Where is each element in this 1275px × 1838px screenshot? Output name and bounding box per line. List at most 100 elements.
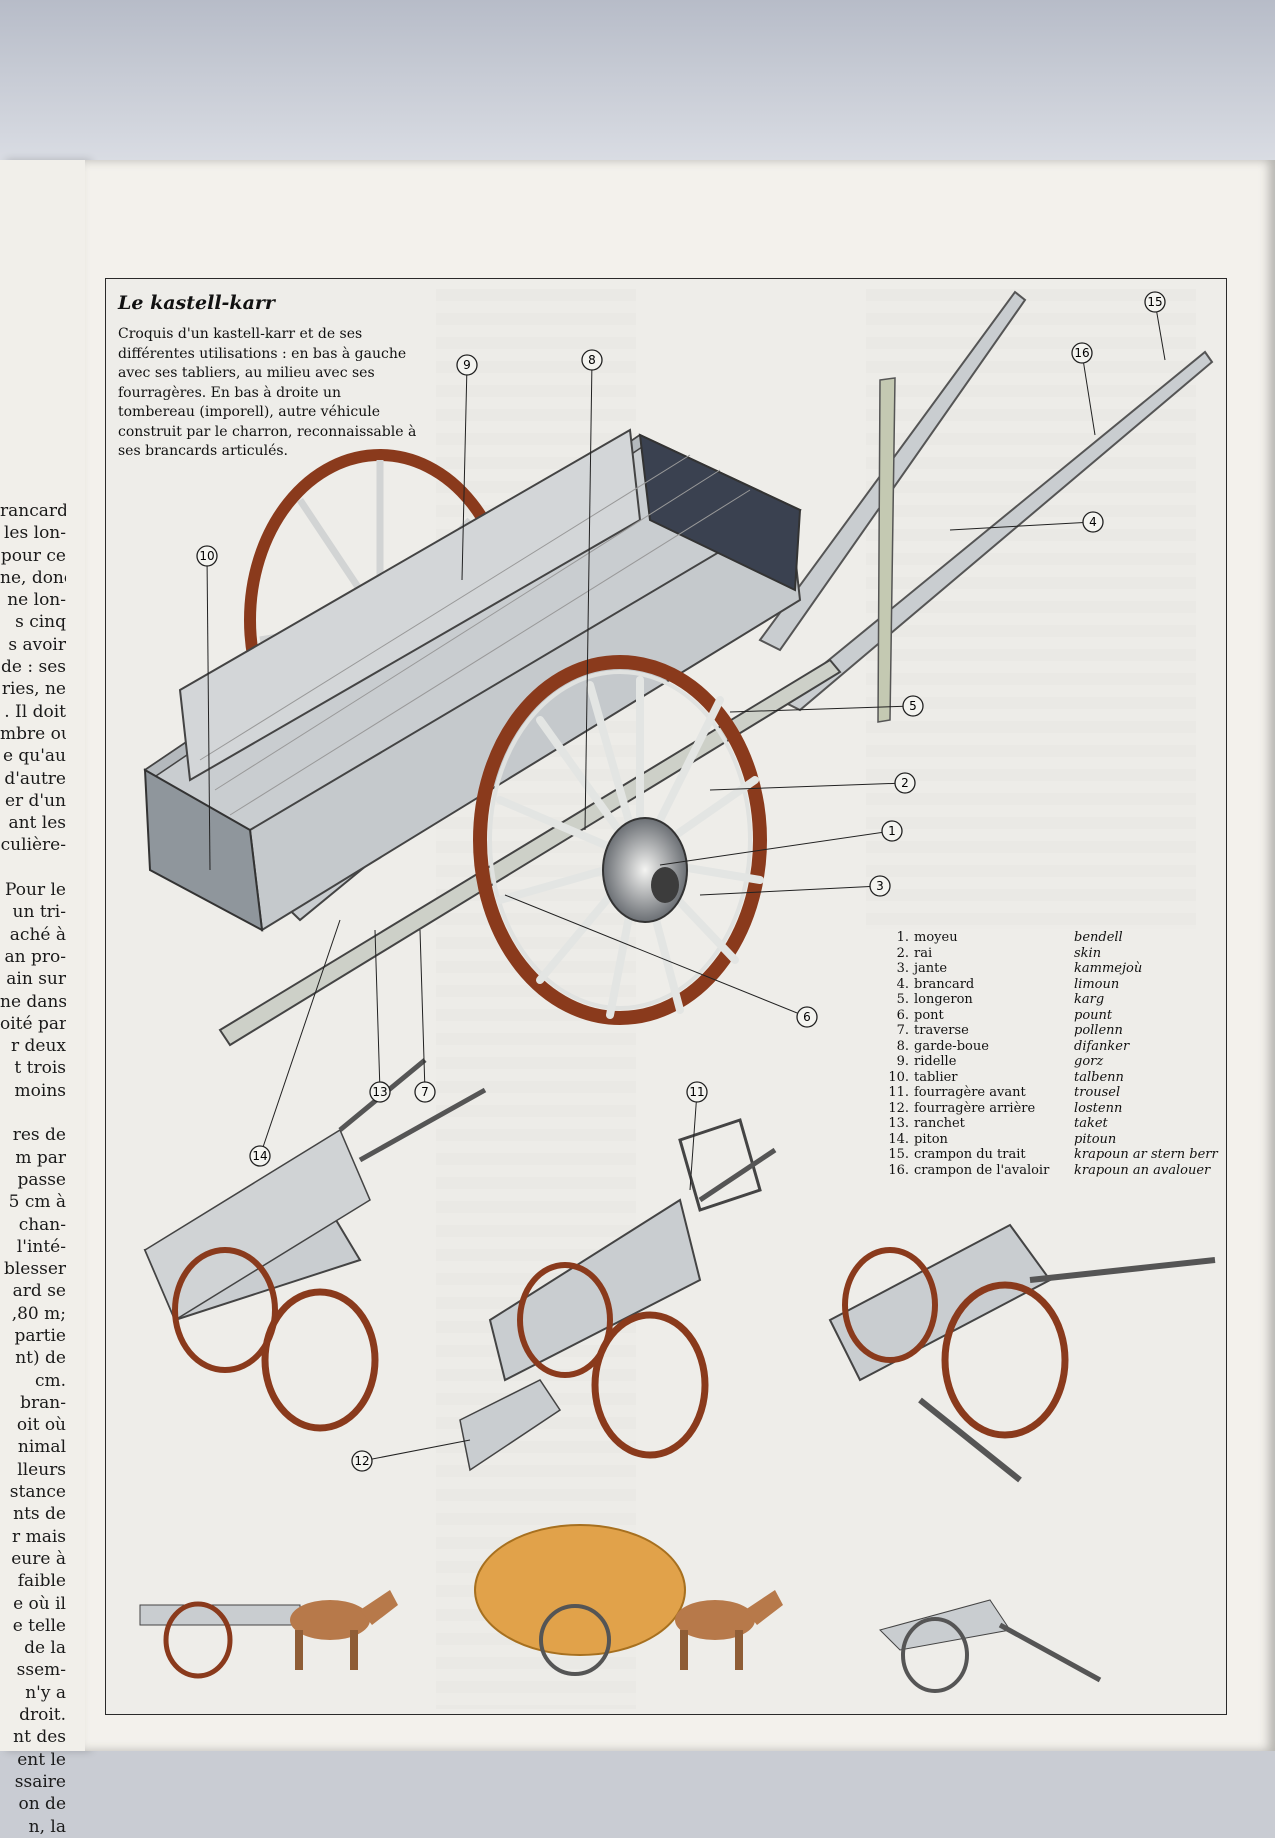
facing-page-line: faible: [17, 1571, 66, 1592]
facing-page-line: un tri-: [12, 902, 66, 923]
legend-breton-term: pitoun: [1074, 1131, 1117, 1147]
callout-number: 5: [909, 699, 917, 713]
facing-page-line: ne lon-: [7, 590, 66, 611]
cart-with-hay-racks: [459, 1118, 777, 1472]
legend-row: 14. piton pitoun: [885, 1132, 1218, 1148]
legend-breton-term: trousel: [1074, 1085, 1121, 1100]
legend-number: 5.: [896, 992, 909, 1007]
facing-page-line: ent le: [17, 1749, 66, 1770]
legend-breton-term: krapoun an avalouer: [1074, 1162, 1211, 1178]
scene-hay-cart: [474, 1524, 783, 1676]
facing-page-line: n, la: [28, 1816, 66, 1837]
callout-14: 14: [249, 919, 341, 1167]
facing-page-line: passe: [17, 1169, 66, 1190]
facing-page-line: de la: [24, 1638, 66, 1659]
facing-page-line: oit où: [16, 1415, 66, 1436]
page-top-background: [0, 0, 1275, 160]
callout-9: 9: [456, 354, 478, 581]
facing-page-line: Pour le: [5, 880, 66, 901]
facing-page-line: nt des: [13, 1727, 66, 1748]
facing-page-line: 5 cm à: [8, 1192, 66, 1213]
callout-13: 13: [369, 929, 391, 1103]
figure-title: Le kastell-karr: [118, 292, 275, 314]
legend-french-term: fourragère avant: [914, 1085, 1026, 1100]
chassis-beam: [218, 658, 842, 1047]
facing-page-line: ne dans: [0, 991, 66, 1012]
facing-page-line: res de: [12, 1125, 66, 1146]
callout-number: 8: [588, 353, 596, 367]
legend-french-term: brancard: [914, 976, 975, 992]
callout-15: 15: [1144, 291, 1166, 361]
front-board: [638, 433, 802, 592]
callout-number: 14: [252, 1149, 267, 1163]
scene-tipped-cart: [879, 1599, 1102, 1693]
legend-breton-term: pount: [1074, 1007, 1113, 1023]
legend-breton-term: karg: [1074, 992, 1105, 1007]
callout-7: 7: [414, 929, 436, 1103]
facing-page-line: droit.: [19, 1705, 66, 1726]
callout-number: 9: [463, 358, 471, 372]
facing-page-line: ssem-: [16, 1660, 66, 1681]
callout-11: 11: [686, 1081, 708, 1191]
facing-page-line: ssaire: [14, 1771, 66, 1792]
facing-page-line: aché à: [9, 924, 66, 945]
facing-page-line: les lon-: [4, 523, 66, 544]
tipping-cart-tombereau: [828, 1223, 1216, 1483]
legend-french-term: longeron: [914, 992, 973, 1007]
facing-page-line: de : ses: [1, 657, 66, 678]
legend-breton-term: difanker: [1074, 1038, 1130, 1054]
facing-page-line: bran-: [20, 1392, 66, 1413]
legend-breton-term: bendell: [1074, 930, 1123, 945]
callout-3: 3: [699, 875, 891, 897]
callout-4: 4: [949, 511, 1104, 533]
legend-number: 15.: [888, 1147, 909, 1162]
legend-number: 12.: [888, 1100, 909, 1116]
legend-breton-term: gorz: [1074, 1054, 1104, 1069]
legend-french-term: crampon du trait: [914, 1147, 1026, 1162]
legend-number: 6.: [896, 1007, 909, 1023]
callout-number: 10: [199, 549, 214, 563]
callout-number: 4: [1089, 515, 1097, 529]
side-board-far: [178, 428, 642, 782]
legend-number: 14.: [888, 1131, 909, 1147]
legend-row: 7. traverse pollenn: [885, 1023, 1218, 1039]
callout-number: 16: [1074, 346, 1089, 360]
legend-french-term: piton: [914, 1131, 948, 1147]
facing-page-line: nimal: [17, 1437, 66, 1458]
facing-page-line: . Il doit: [4, 701, 66, 722]
facing-page-line: an pro-: [4, 946, 66, 967]
facing-page-line: ant les: [8, 813, 66, 834]
legend-breton-term: talbenn: [1074, 1069, 1124, 1085]
facing-page-line: d'autre: [4, 768, 66, 789]
facing-page-line: n'y a: [25, 1682, 66, 1703]
facing-page-line: chan-: [18, 1214, 66, 1235]
legend-french-term: tablier: [914, 1069, 958, 1085]
front-wheel-rim: [473, 655, 767, 1025]
legend-breton-term: skin: [1074, 945, 1102, 961]
facing-page-line: m par: [15, 1147, 66, 1168]
callout-5: 5: [729, 695, 924, 717]
legend-french-term: rai: [914, 945, 933, 961]
facing-page-line: eure à: [11, 1548, 66, 1569]
legend-french-term: moyeu: [914, 930, 958, 945]
facing-page-line: nt) de: [15, 1348, 66, 1369]
facing-page-line: r mais: [12, 1526, 66, 1547]
legend-breton-term: pollenn: [1074, 1023, 1123, 1038]
callout-number: 6: [803, 1010, 811, 1024]
callout-number: 13: [372, 1085, 387, 1099]
legend-french-term: traverse: [914, 1023, 969, 1038]
facing-page-line: lleurs: [17, 1459, 66, 1480]
facing-page-line: partie: [14, 1325, 66, 1346]
facing-page-line: s cinq: [15, 612, 66, 633]
facing-page-line: e où il: [13, 1593, 66, 1614]
callout-number: 2: [901, 776, 909, 790]
legend-number: 3.: [896, 961, 909, 976]
legend-number: 7.: [896, 1023, 909, 1038]
legend-breton-term: krapoun ar stern berr: [1074, 1147, 1218, 1162]
